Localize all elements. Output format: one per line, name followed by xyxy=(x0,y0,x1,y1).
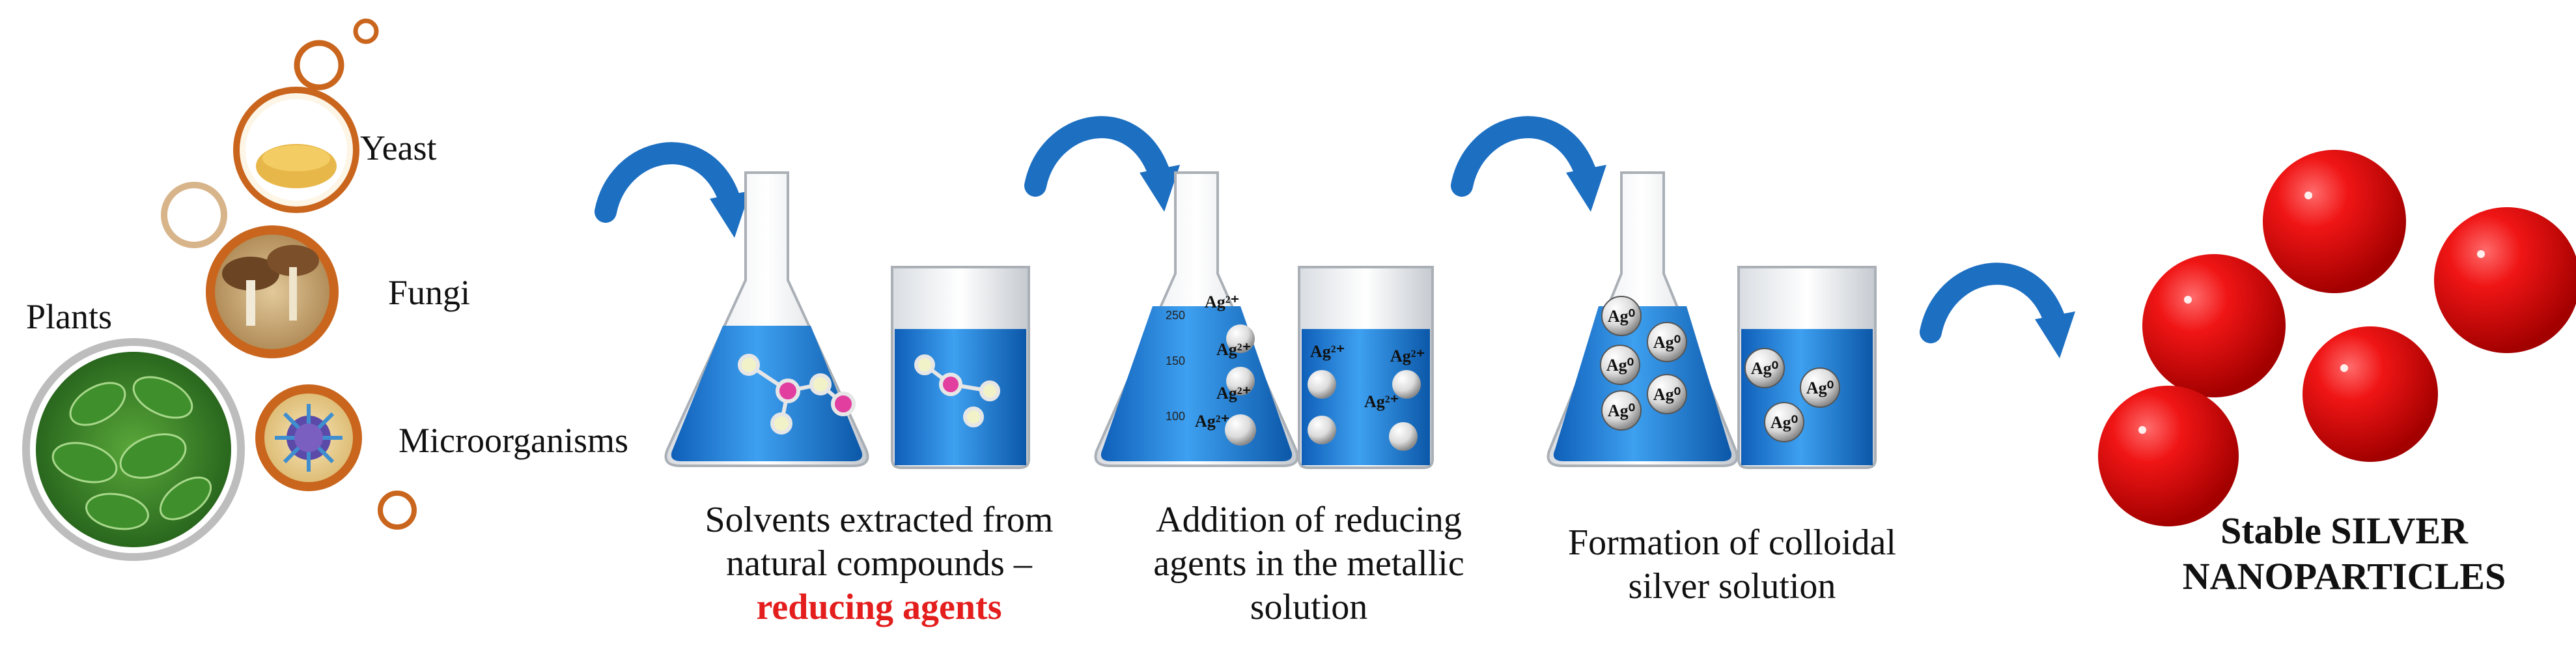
reducing-agent-balls xyxy=(1225,324,1421,451)
curved-arrow-icon xyxy=(1931,274,2075,358)
scale-tick: 250 xyxy=(1166,309,1185,322)
step3-flask-icon xyxy=(1547,171,1739,467)
ion-label: Ag⁰ xyxy=(1806,379,1834,397)
ion-label: Ag⁰ xyxy=(1653,333,1681,352)
curved-arrow-icon xyxy=(1462,127,1606,212)
ion-label: Ag²⁺ xyxy=(1216,340,1251,359)
step2-line3: solution xyxy=(1250,587,1368,628)
ion-label: Ag²⁺ xyxy=(1216,384,1251,403)
ion-label: Ag⁰ xyxy=(1771,413,1798,432)
ion-label: Ag⁰ xyxy=(1608,307,1635,326)
yeast-label: Yeast xyxy=(360,128,437,167)
step1-caption: Solvents extracted from natural compound… xyxy=(671,498,1087,630)
step3-line1: Formation of colloidal xyxy=(1568,522,1896,563)
step2-line1: Addition of reducing xyxy=(1156,500,1462,540)
step1-line1: Solvents extracted from xyxy=(705,500,1054,540)
result-line2: NANOPARTICLES xyxy=(2182,554,2506,597)
silver-atom-balls xyxy=(1600,296,1840,442)
ion-label: Ag²⁺ xyxy=(1205,293,1239,311)
source-decor-rings xyxy=(161,18,417,530)
nanoparticle-icon xyxy=(2098,150,2576,526)
result-caption: Stable SILVER NANOPARTICLES xyxy=(2149,508,2540,599)
ion-label: Ag⁰ xyxy=(1653,385,1681,404)
ion-label: Ag⁰ xyxy=(1606,356,1634,375)
molecule-icon xyxy=(738,354,1000,435)
yeast-icon xyxy=(233,87,359,213)
microorganism-icon xyxy=(255,384,362,491)
ion-label: Ag²⁺ xyxy=(1195,412,1229,431)
step1-beaker-icon xyxy=(891,266,1030,469)
scale-tick: 150 xyxy=(1166,354,1185,367)
scale-tick: 100 xyxy=(1166,410,1185,423)
step2-line2: agents in the metallic xyxy=(1153,543,1464,584)
ion-label: Ag⁰ xyxy=(1608,401,1635,420)
fungi-label: Fungi xyxy=(388,273,471,312)
ion-label: Ag⁰ xyxy=(1751,359,1778,378)
curved-arrow-icon xyxy=(1035,127,1180,212)
step3-caption: Formation of colloidal silver solution xyxy=(1530,521,1934,608)
step3-line2: silver solution xyxy=(1628,566,1836,607)
microorganisms-label: Microorganisms xyxy=(399,421,628,460)
step1-line2: natural compounds – xyxy=(726,543,1032,584)
plant-icon xyxy=(22,338,245,561)
plants-label: Plants xyxy=(26,297,113,336)
result-line1: Stable SILVER xyxy=(2220,509,2468,552)
ion-label: Ag²⁺ xyxy=(1390,347,1425,365)
ion-label: Ag²⁺ xyxy=(1364,392,1399,411)
fungi-icon xyxy=(206,225,339,358)
step2-caption: Addition of reducing agents in the metal… xyxy=(1107,498,1511,630)
ion-label: Ag²⁺ xyxy=(1310,342,1345,361)
step1-highlight: reducing agents xyxy=(756,587,1002,628)
step1-flask-icon xyxy=(664,171,869,467)
curved-arrow-icon xyxy=(606,153,750,238)
